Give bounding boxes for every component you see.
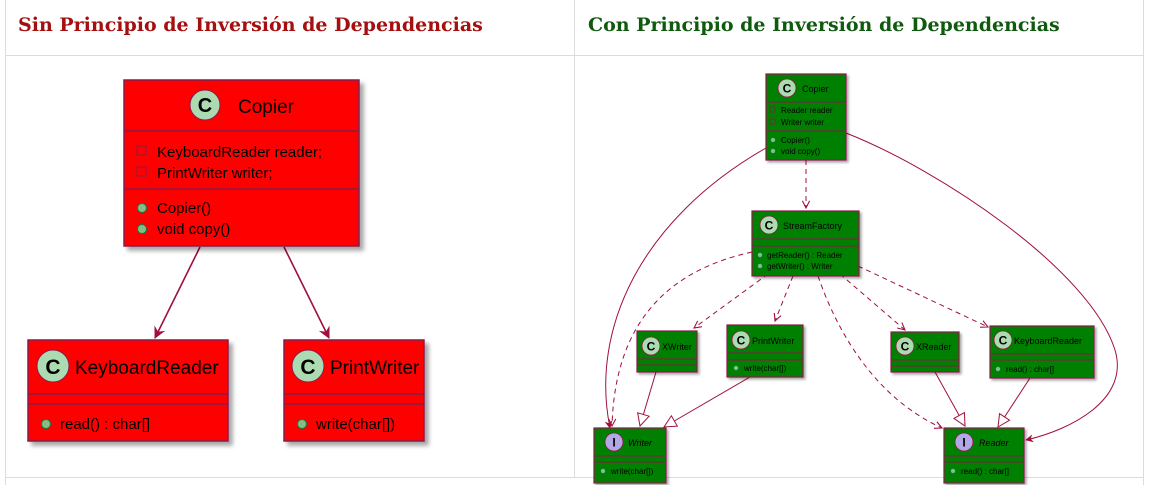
class-name: XReader [916,342,952,352]
field: PrintWriter writer; [157,165,273,182]
heading-without-dip: Sin Principio de Inversión de Dependenci… [18,14,483,36]
class-badge-icon [777,78,797,98]
class-name: Copier [238,97,295,118]
dep-streamfactory-reader [817,275,942,428]
method: Copier() [157,200,211,217]
private-field-icon [136,145,147,156]
class-badge-icon [291,349,325,383]
public-method-icon [757,252,763,258]
class-name: XWriter [662,342,692,352]
right-class-streamfactory: C StreamFactory getReader() : Reader get… [751,210,860,277]
interface-name: Writer [628,438,653,448]
class-badge-icon [36,349,70,383]
right-connectors [604,132,1118,443]
column-divider [574,0,575,478]
dep-streamfactory-xwriter [694,273,769,328]
class-name: PrintWriter [752,336,794,346]
method: getReader() : Reader [767,251,843,260]
public-method-icon [770,137,776,143]
public-method-icon [950,468,956,474]
method: getWriter() : Writer [767,262,833,271]
interface-badge-icon [604,432,624,452]
class-badge-letter: C [737,334,746,348]
class-badge-icon [993,330,1013,350]
table-frame [5,0,1144,485]
class-name: PrintWriter [330,358,420,379]
assoc-copier-reader [845,132,1118,443]
class-badge-letter: C [765,219,774,233]
method: write(char[]) [610,467,654,476]
public-method-icon [137,203,147,213]
public-method-icon [733,365,739,371]
class-badge-letter: C [901,340,910,354]
class-badge-icon [731,330,751,350]
interface-badge-letter: I [962,436,965,450]
class-name: KeyboardReader [75,358,219,379]
right-class-printwriter: C PrintWriter write(char[]) [726,324,804,378]
class-name: KeyboardReader [1014,336,1082,346]
right-class-keyboardreader: C KeyboardReader read() : char[] [989,325,1095,379]
class-badge-letter: C [783,82,792,96]
method: void copy() [157,221,230,238]
dep-streamfactory-keyboardreader [857,265,988,327]
method: write(char[]) [315,416,395,433]
public-method-icon [137,224,147,234]
field: KeyboardReader reader; [157,144,322,161]
method: Copier() [781,136,810,145]
method: write(char[]) [743,364,787,373]
heading-with-dip: Con Principio de Inversión de Dependenci… [588,14,1060,36]
class-badge-letter: C [300,356,315,379]
public-method-icon [770,148,776,154]
method: read() : char[] [60,416,150,433]
class-badge-icon [759,215,779,235]
class-badge-icon [641,336,661,356]
right-class-xreader: C XReader [890,331,960,373]
interface-badge-icon [954,432,974,452]
class-name: Copier [802,84,829,94]
class-badge-icon [189,89,221,121]
right-interface-writer: I Writer write(char[]) [593,427,667,484]
realize-keyboardreader-reader [998,377,1031,427]
dep-streamfactory-printwriter [775,275,794,321]
method: read() : char[] [1006,365,1054,374]
left-class-printwriter: C PrintWriter write(char[]) [283,339,425,442]
realize-xreader-reader [934,371,965,426]
right-class-copier: C Copier Reader reader Writer writer Cop… [765,73,847,161]
class-badge-letter: C [999,334,1008,348]
public-method-icon [995,366,1001,372]
private-field-icon [769,106,776,113]
dep-streamfactory-xreader [839,273,905,330]
left-class-copier: C Copier KeyboardReader reader; PrintWri… [123,79,360,247]
assoc-copier-keyboardreader [154,246,201,339]
public-method-icon [41,419,51,429]
interface-name: Reader [979,438,1010,448]
right-interface-reader: I Reader read() : char[] [943,427,1025,484]
class-badge-icon [895,336,915,356]
assoc-copier-writer [604,147,767,429]
class-badge-letter: C [198,95,212,117]
private-field-icon [769,118,776,125]
private-field-icon [136,166,147,177]
class-badge-letter: C [647,340,656,354]
bottom-row-divider [5,477,1144,478]
class-badge-letter: C [45,356,60,379]
left-class-keyboardreader: C KeyboardReader read() : char[] [27,339,229,442]
dep-streamfactory-writer [612,251,753,426]
realize-printwriter-writer [664,376,751,427]
public-method-icon [297,419,307,429]
assoc-copier-printwriter [283,246,330,339]
class-name: StreamFactory [783,221,843,231]
public-method-icon [757,263,763,269]
interface-badge-letter: I [612,436,615,450]
method: read() : char[] [961,467,1009,476]
right-class-xwriter: C XWriter [636,330,698,373]
field: Writer writer [781,118,824,127]
field: Reader reader [781,106,833,115]
public-method-icon [600,468,606,474]
realize-xwriter-writer [640,371,657,426]
method: void copy() [781,147,820,156]
